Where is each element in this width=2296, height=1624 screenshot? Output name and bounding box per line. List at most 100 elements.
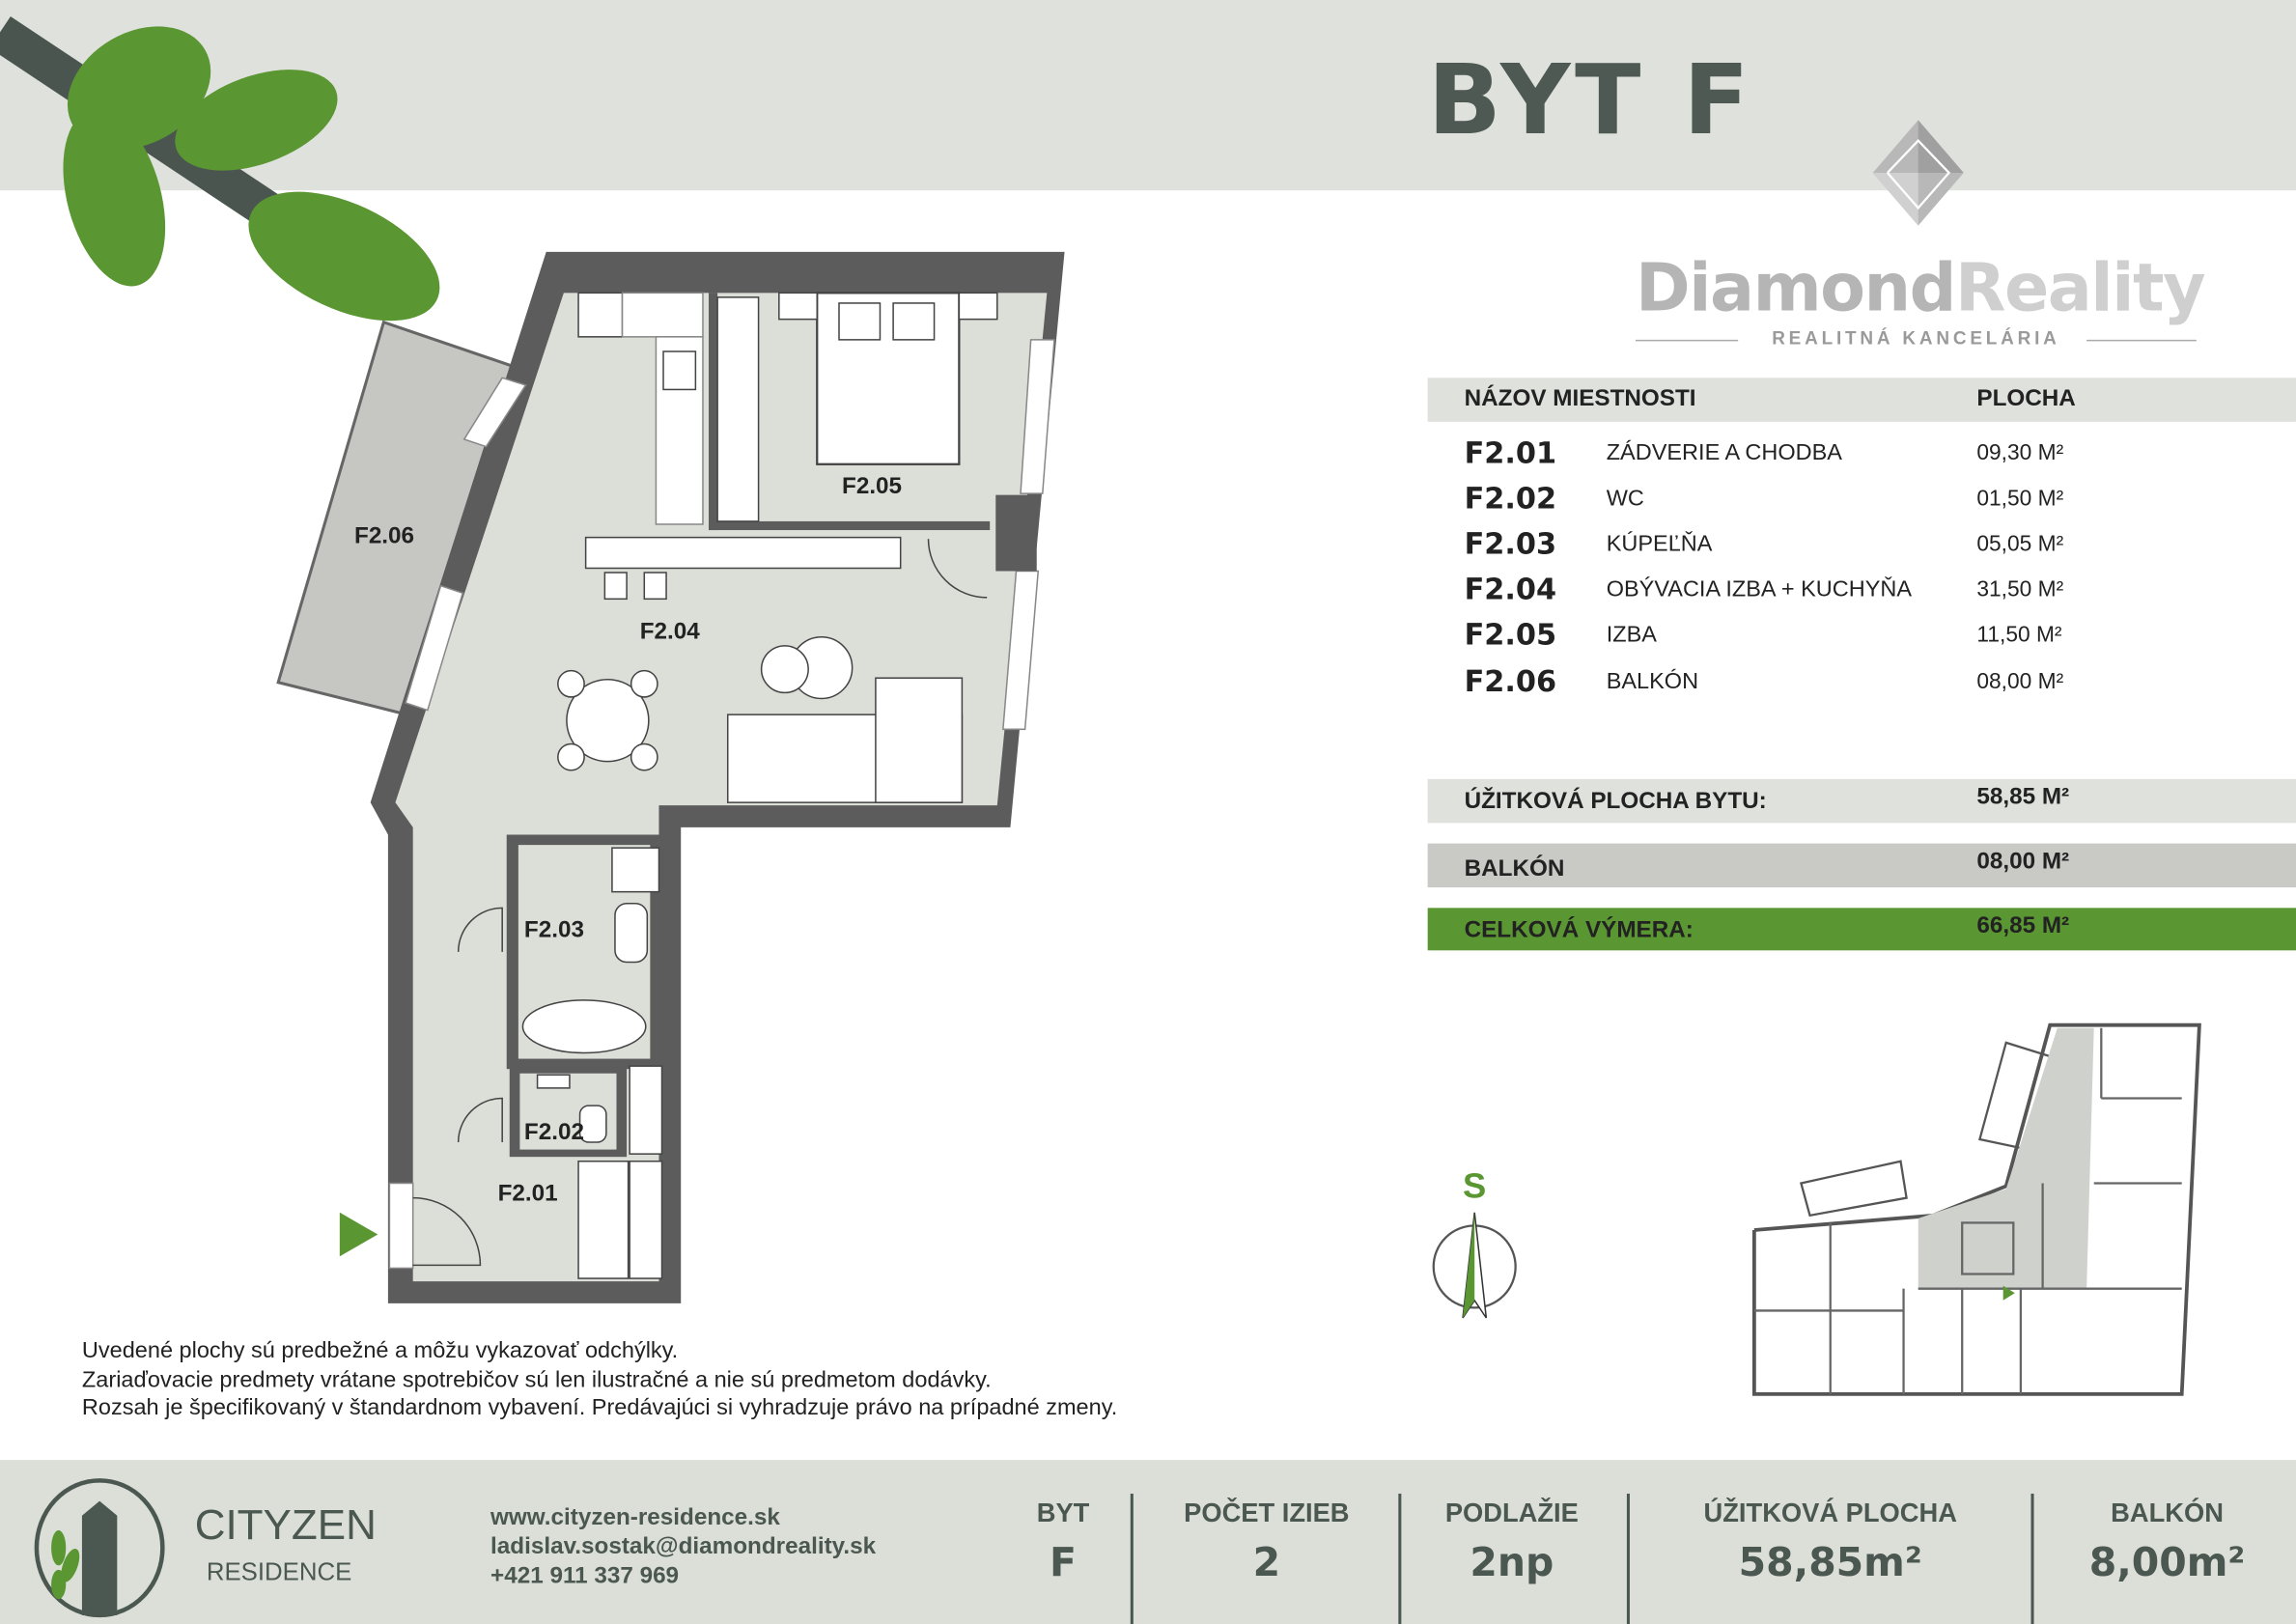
washbasin — [614, 903, 649, 964]
divider — [2086, 339, 2197, 342]
chair — [557, 669, 585, 698]
note-line: Rozsah je špecifikovaný v štandardnom vy… — [81, 1395, 1118, 1421]
door-swing — [457, 907, 503, 952]
footer-col-unit: BYT F — [1020, 1498, 1107, 1586]
sofa-chaise — [875, 677, 964, 803]
nightstand — [958, 292, 998, 321]
chair — [630, 742, 658, 771]
entrance-arrow-icon — [339, 1212, 378, 1257]
footer — [0, 1460, 2296, 1624]
summary-value: 08,00 M² — [1976, 849, 2070, 875]
summary-label: BALKÓN — [1464, 856, 1565, 882]
room-name: WC — [1606, 486, 1644, 512]
leaf — [63, 109, 166, 287]
footer-col-value: F — [1050, 1540, 1078, 1586]
cooktop — [577, 292, 624, 338]
room-area: 09,30 M² — [1976, 440, 2064, 466]
room-label: F2.06 — [354, 523, 414, 549]
room-area: 31,50 M² — [1976, 576, 2064, 602]
sink — [662, 350, 697, 391]
pillow — [838, 302, 882, 341]
shaft — [611, 847, 660, 893]
room-label: F2.03 — [524, 917, 584, 943]
footer-col-value: 58,85m² — [1738, 1540, 1922, 1586]
phone-number: +421 911 337 969 — [490, 1563, 680, 1589]
summary-value: 66,85 M² — [1976, 913, 2070, 939]
brand-name-part2: Reality — [1954, 248, 2206, 327]
room-area: 01,50 M² — [1976, 486, 2064, 512]
footer-col-label: BYT — [1036, 1498, 1090, 1527]
footer-col-value: 2np — [1470, 1540, 1554, 1586]
divider — [2030, 1494, 2034, 1624]
summary-total: CELKOVÁ VÝMERA: 66,85 M² — [1427, 908, 2296, 951]
door-swing — [412, 1196, 482, 1267]
brand-subtitle: REALITNÁ KANCELÁRIA — [1772, 327, 2060, 349]
stool — [603, 572, 628, 601]
room-label: F2.05 — [842, 473, 902, 499]
cityzen-subtitle: RESIDENCE — [206, 1557, 352, 1586]
cabinet — [629, 1065, 663, 1155]
website-link[interactable]: www.cityzen-residence.sk — [490, 1505, 780, 1530]
divider — [1626, 1494, 1630, 1624]
summary-balcony: BALKÓN 08,00 M² — [1427, 843, 2296, 888]
divider — [1636, 339, 1739, 342]
room-table-header — [1427, 378, 2296, 422]
compass-label: S — [1463, 1166, 1486, 1206]
kitchen-island — [584, 536, 902, 570]
room-name: ZÁDVERIE A CHODBA — [1606, 440, 1842, 466]
toilet — [578, 1105, 607, 1143]
room-name: BALKÓN — [1606, 669, 1699, 694]
wardrobe — [577, 1160, 630, 1279]
summary-usable-area: ÚŽITKOVÁ PLOCHA BYTU:58,85 M² — [1427, 778, 2296, 824]
nightstand — [778, 292, 819, 321]
table-row: F2.02 WC 01,50 M² — [1465, 480, 2284, 524]
footer-col-label: ÚŽITKOVÁ PLOCHA — [1703, 1498, 1957, 1527]
chair — [630, 669, 658, 698]
footer-col-label: BALKÓN — [2111, 1498, 2224, 1527]
wall — [709, 520, 991, 531]
room-code: F2.02 — [1464, 480, 1557, 516]
page-title: BYT F — [1427, 43, 1754, 157]
footer-col-usable-area: ÚŽITKOVÁ PLOCHA 58,85m² — [1633, 1498, 2028, 1586]
room-area: 05,05 M² — [1976, 531, 2064, 557]
divider — [1130, 1494, 1134, 1624]
stool — [643, 572, 667, 601]
cityzen-name: CITYZEN — [194, 1502, 377, 1550]
cabinet — [629, 1160, 663, 1279]
leaf-decoration — [0, 15, 440, 322]
col-room-header: NÁZOV MIESTNOSTI — [1464, 386, 1696, 412]
chair — [557, 742, 585, 771]
divider — [1398, 1494, 1402, 1624]
wall — [995, 494, 1037, 572]
room-name: KÚPEĽŇA — [1606, 531, 1713, 557]
table-row: F2.06 BALKÓN 08,00 M² — [1465, 663, 2284, 708]
window — [1020, 339, 1055, 494]
room-code: F2.03 — [1464, 525, 1557, 561]
brand-name: DiamondReality — [1636, 248, 2206, 327]
table-row: F2.03 KÚPEĽŇA 05,05 M² — [1465, 525, 2284, 570]
door-swing — [457, 1097, 503, 1143]
wall — [709, 293, 718, 531]
wardrobe — [716, 296, 760, 522]
room-label: F2.04 — [640, 618, 701, 644]
cityzen-logo-icon — [34, 1478, 165, 1618]
leaf — [248, 191, 440, 322]
floor-plan: F2.01 F2.02 F2.03 F2.04 F2.05 F2.06 — [276, 251, 1065, 1303]
leaf — [175, 70, 338, 171]
footer-col-value: 2 — [1252, 1540, 1281, 1586]
contact-info: www.cityzen-residence.sk ladislav.sostak… — [490, 1504, 876, 1592]
email-link[interactable]: ladislav.sostak@diamondreality.sk — [490, 1534, 877, 1560]
window — [462, 377, 527, 448]
room-code: F2.06 — [1464, 663, 1557, 699]
summary-label: CELKOVÁ VÝMERA: — [1464, 917, 1694, 943]
entrance-door-opening — [388, 1182, 414, 1270]
room-area: 08,00 M² — [1976, 669, 2064, 694]
bathtub — [521, 999, 647, 1054]
